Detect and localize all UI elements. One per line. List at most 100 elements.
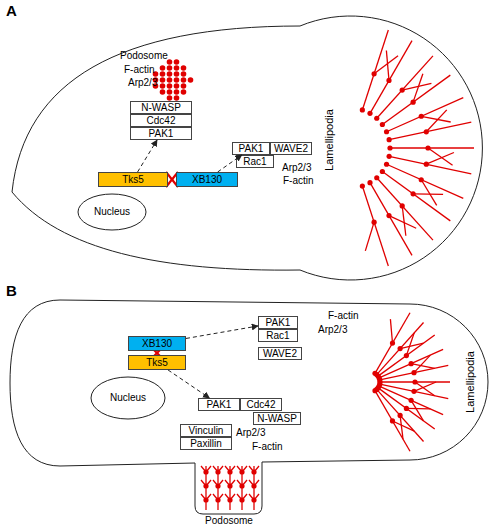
- protein-box: N-WASP: [130, 101, 192, 114]
- protein-box: PAK1: [258, 316, 298, 329]
- panel-label: B: [6, 282, 17, 300]
- arp-complex-dot: [387, 154, 392, 159]
- arp-complex-dot: [160, 83, 166, 89]
- node-text: PAK1: [149, 129, 174, 139]
- arp-complex-dot: [419, 177, 424, 182]
- structure-label: Podosome: [205, 515, 253, 527]
- arp-complex-dot: [380, 122, 385, 127]
- actin-filament: [413, 74, 423, 102]
- node-text: Tks5: [122, 175, 144, 185]
- arp-complex-dot: [181, 65, 187, 71]
- structure-label: Lamellipodia: [323, 109, 336, 171]
- arp-complex-dot: [412, 379, 417, 384]
- actin-filament: [230, 480, 235, 486]
- arp-complex-dot: [411, 389, 416, 394]
- arp-complex-dot: [374, 116, 379, 121]
- actin-filament: [406, 333, 414, 356]
- arp-complex-dot: [411, 100, 416, 105]
- actin-filament: [426, 152, 454, 164]
- arp-complex-dot: [419, 114, 424, 119]
- actin-filament: [362, 186, 388, 266]
- arp-complex-dot: [409, 398, 414, 403]
- arp-complex-dot: [398, 346, 403, 351]
- arp-complex-dot: [174, 89, 180, 95]
- actin-filament: [249, 494, 254, 500]
- arp-complex-dot: [386, 213, 391, 218]
- arp-complex-dot: [167, 65, 173, 71]
- actin-filament: [402, 206, 406, 236]
- actin-filament: [370, 183, 412, 256]
- arp-complex-dot: [174, 77, 180, 83]
- arp-complex-dot: [160, 89, 166, 95]
- node-text: Nucleus: [94, 207, 130, 217]
- protein-box: Cdc42: [130, 114, 192, 127]
- actin-filament: [201, 480, 206, 486]
- protein-box: Tks5: [98, 172, 168, 187]
- arp-complex-dot: [181, 83, 187, 89]
- arp-complex-dot: [374, 175, 379, 180]
- actin-filament: [237, 466, 242, 472]
- arp-complex-dot: [390, 340, 395, 345]
- protein-box: Vinculin: [180, 424, 232, 437]
- arp-complex-dot: [400, 203, 405, 208]
- arp-complex-dot: [174, 71, 180, 77]
- actin-filament: [213, 466, 218, 472]
- actin-filament: [402, 83, 431, 90]
- arp-complex-dot: [372, 71, 377, 76]
- structure-label: Lamellipodia: [464, 351, 477, 413]
- arp-complex-dot: [409, 361, 414, 366]
- arp-complex-dot: [367, 180, 372, 185]
- arp-complex-dot: [167, 95, 173, 101]
- protein-label: Arp2/3: [282, 162, 311, 174]
- protein-box: PAK1: [198, 398, 240, 411]
- arp-complex-dot: [425, 145, 430, 150]
- cell-outline: [12, 16, 482, 280]
- node-text: Rac1: [266, 331, 289, 341]
- actin-filament: [411, 400, 423, 421]
- node-text: Rac1: [243, 157, 266, 167]
- node-text: N-WASP: [257, 414, 297, 424]
- actin-filament: [389, 216, 416, 229]
- nucleus-shape: [91, 377, 165, 419]
- node-text: Vinculin: [189, 426, 224, 436]
- actin-filament: [387, 164, 464, 198]
- actin-filament: [242, 480, 247, 486]
- arp-complex-dot: [160, 71, 166, 77]
- arp-complex-dot: [411, 370, 416, 375]
- panel-label: A: [6, 2, 17, 20]
- actin-filament: [206, 480, 211, 486]
- arp-complex-dot: [404, 353, 409, 358]
- arp-complex-dot: [167, 71, 173, 77]
- protein-box: XB130: [128, 336, 186, 351]
- arp-complex-dot: [167, 89, 173, 95]
- actin-filament: [379, 386, 443, 414]
- protein-label: F-actin: [124, 64, 155, 76]
- actin-filament: [242, 466, 247, 472]
- actin-filament: [254, 466, 259, 472]
- node-text: Nucleus: [110, 393, 146, 403]
- protein-label: Arp2/3: [236, 427, 265, 439]
- node-text: XB130: [142, 339, 172, 349]
- actin-filament: [242, 494, 247, 500]
- cell-outline: [10, 300, 488, 514]
- arp-complex-dot: [160, 77, 166, 83]
- arp-complex-dot: [424, 129, 429, 134]
- arp-complex-dot: [390, 418, 395, 423]
- node-text: Cdc42: [147, 116, 176, 126]
- arp-complex-dot: [400, 87, 405, 92]
- arp-complex-dot: [398, 413, 403, 418]
- arp-complex-dot: [424, 162, 429, 167]
- arp-complex-dot: [174, 83, 180, 89]
- actin-filament: [413, 193, 443, 195]
- protein-box: Tks5: [128, 355, 186, 370]
- arp-complex-dot: [181, 71, 187, 77]
- arp-complex-dot: [181, 77, 187, 83]
- node-text: WAVE2: [263, 349, 297, 359]
- actin-filament: [380, 365, 448, 380]
- protein-box: WAVE2: [258, 347, 302, 360]
- node-text: Cdc42: [247, 400, 276, 410]
- actin-filament: [362, 30, 388, 110]
- actin-filament: [390, 319, 392, 343]
